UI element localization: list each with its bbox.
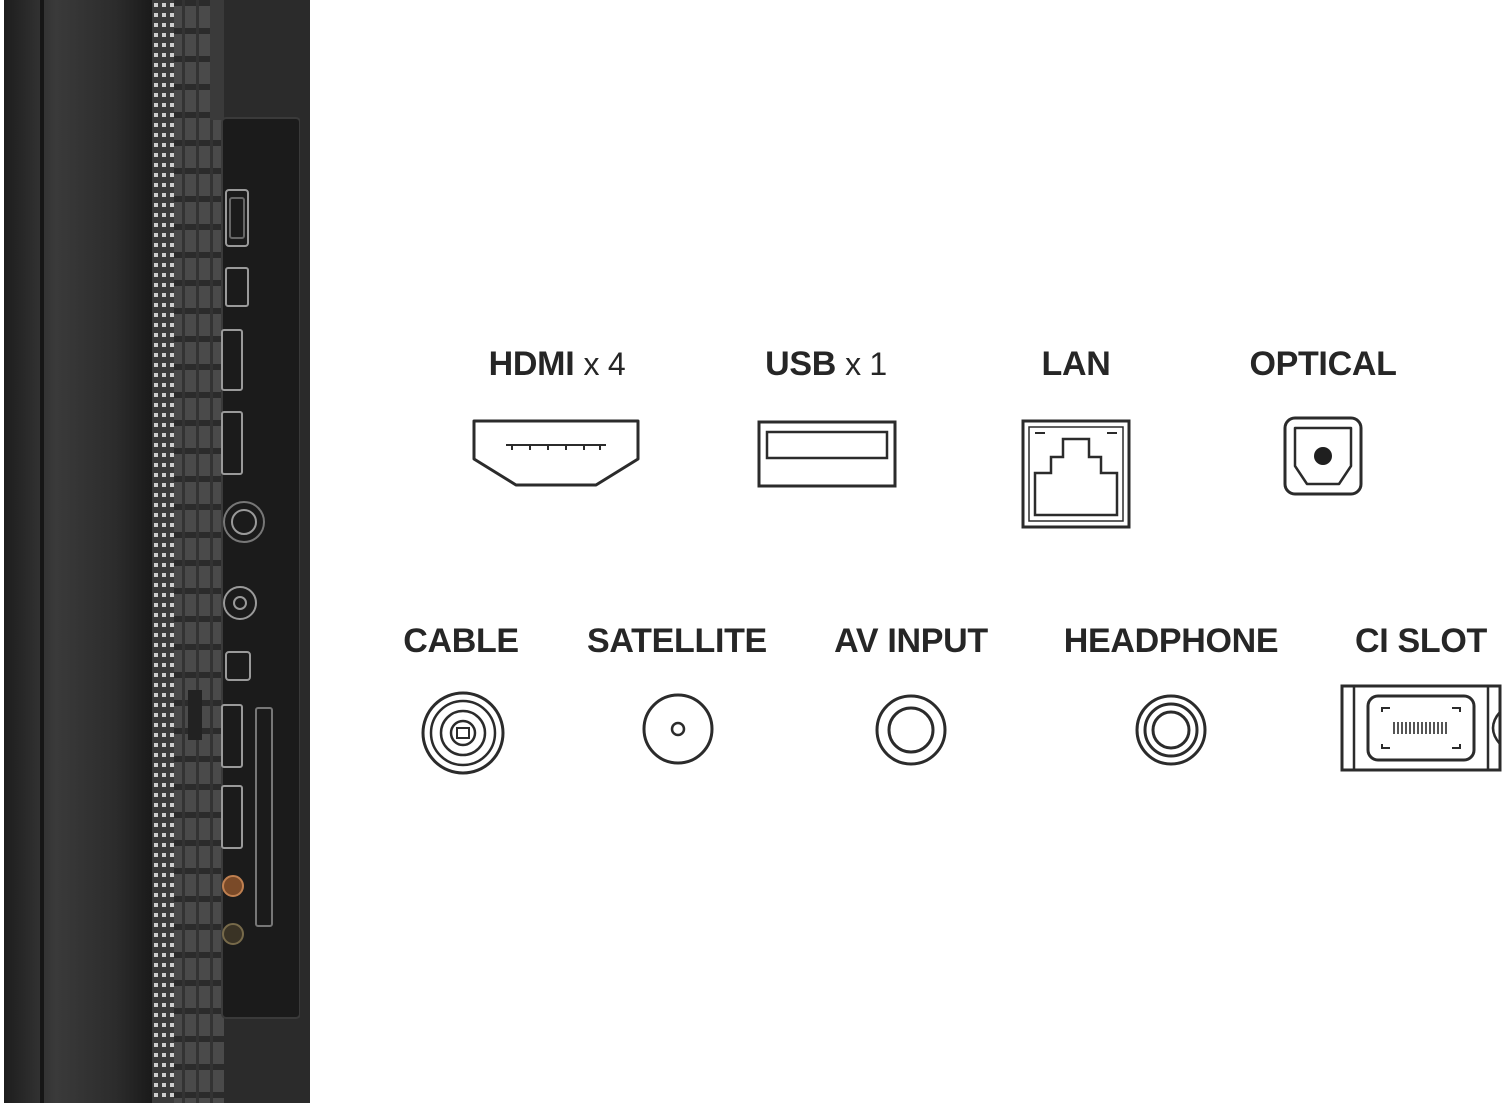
ci-slot-label: CI SLOT (1354, 622, 1488, 660)
satellite-connector-icon (642, 693, 714, 765)
optical-label: OPTICAL (1249, 345, 1397, 383)
av-input-label: AV INPUT (834, 622, 988, 660)
ci-card-icon (1340, 684, 1502, 772)
ethernet-port-icon (1021, 419, 1131, 529)
tv-rear-panel (0, 0, 312, 1103)
usb-port-icon (757, 420, 897, 488)
headphone-jack-icon (1135, 694, 1207, 766)
usb-label: USB x 1 (765, 345, 887, 383)
hdmi-port-icon (472, 419, 640, 487)
lan-label: LAN (1041, 345, 1111, 383)
headphone-label: HEADPHONE (1063, 622, 1279, 660)
av-input-jack-icon (875, 694, 947, 766)
satellite-label: SATELLITE (587, 622, 767, 660)
hdmi-label: HDMI x 4 (488, 345, 626, 383)
cable-label: CABLE (403, 622, 519, 660)
cable-connector-icon (421, 691, 505, 775)
optical-port-icon (1283, 416, 1363, 496)
